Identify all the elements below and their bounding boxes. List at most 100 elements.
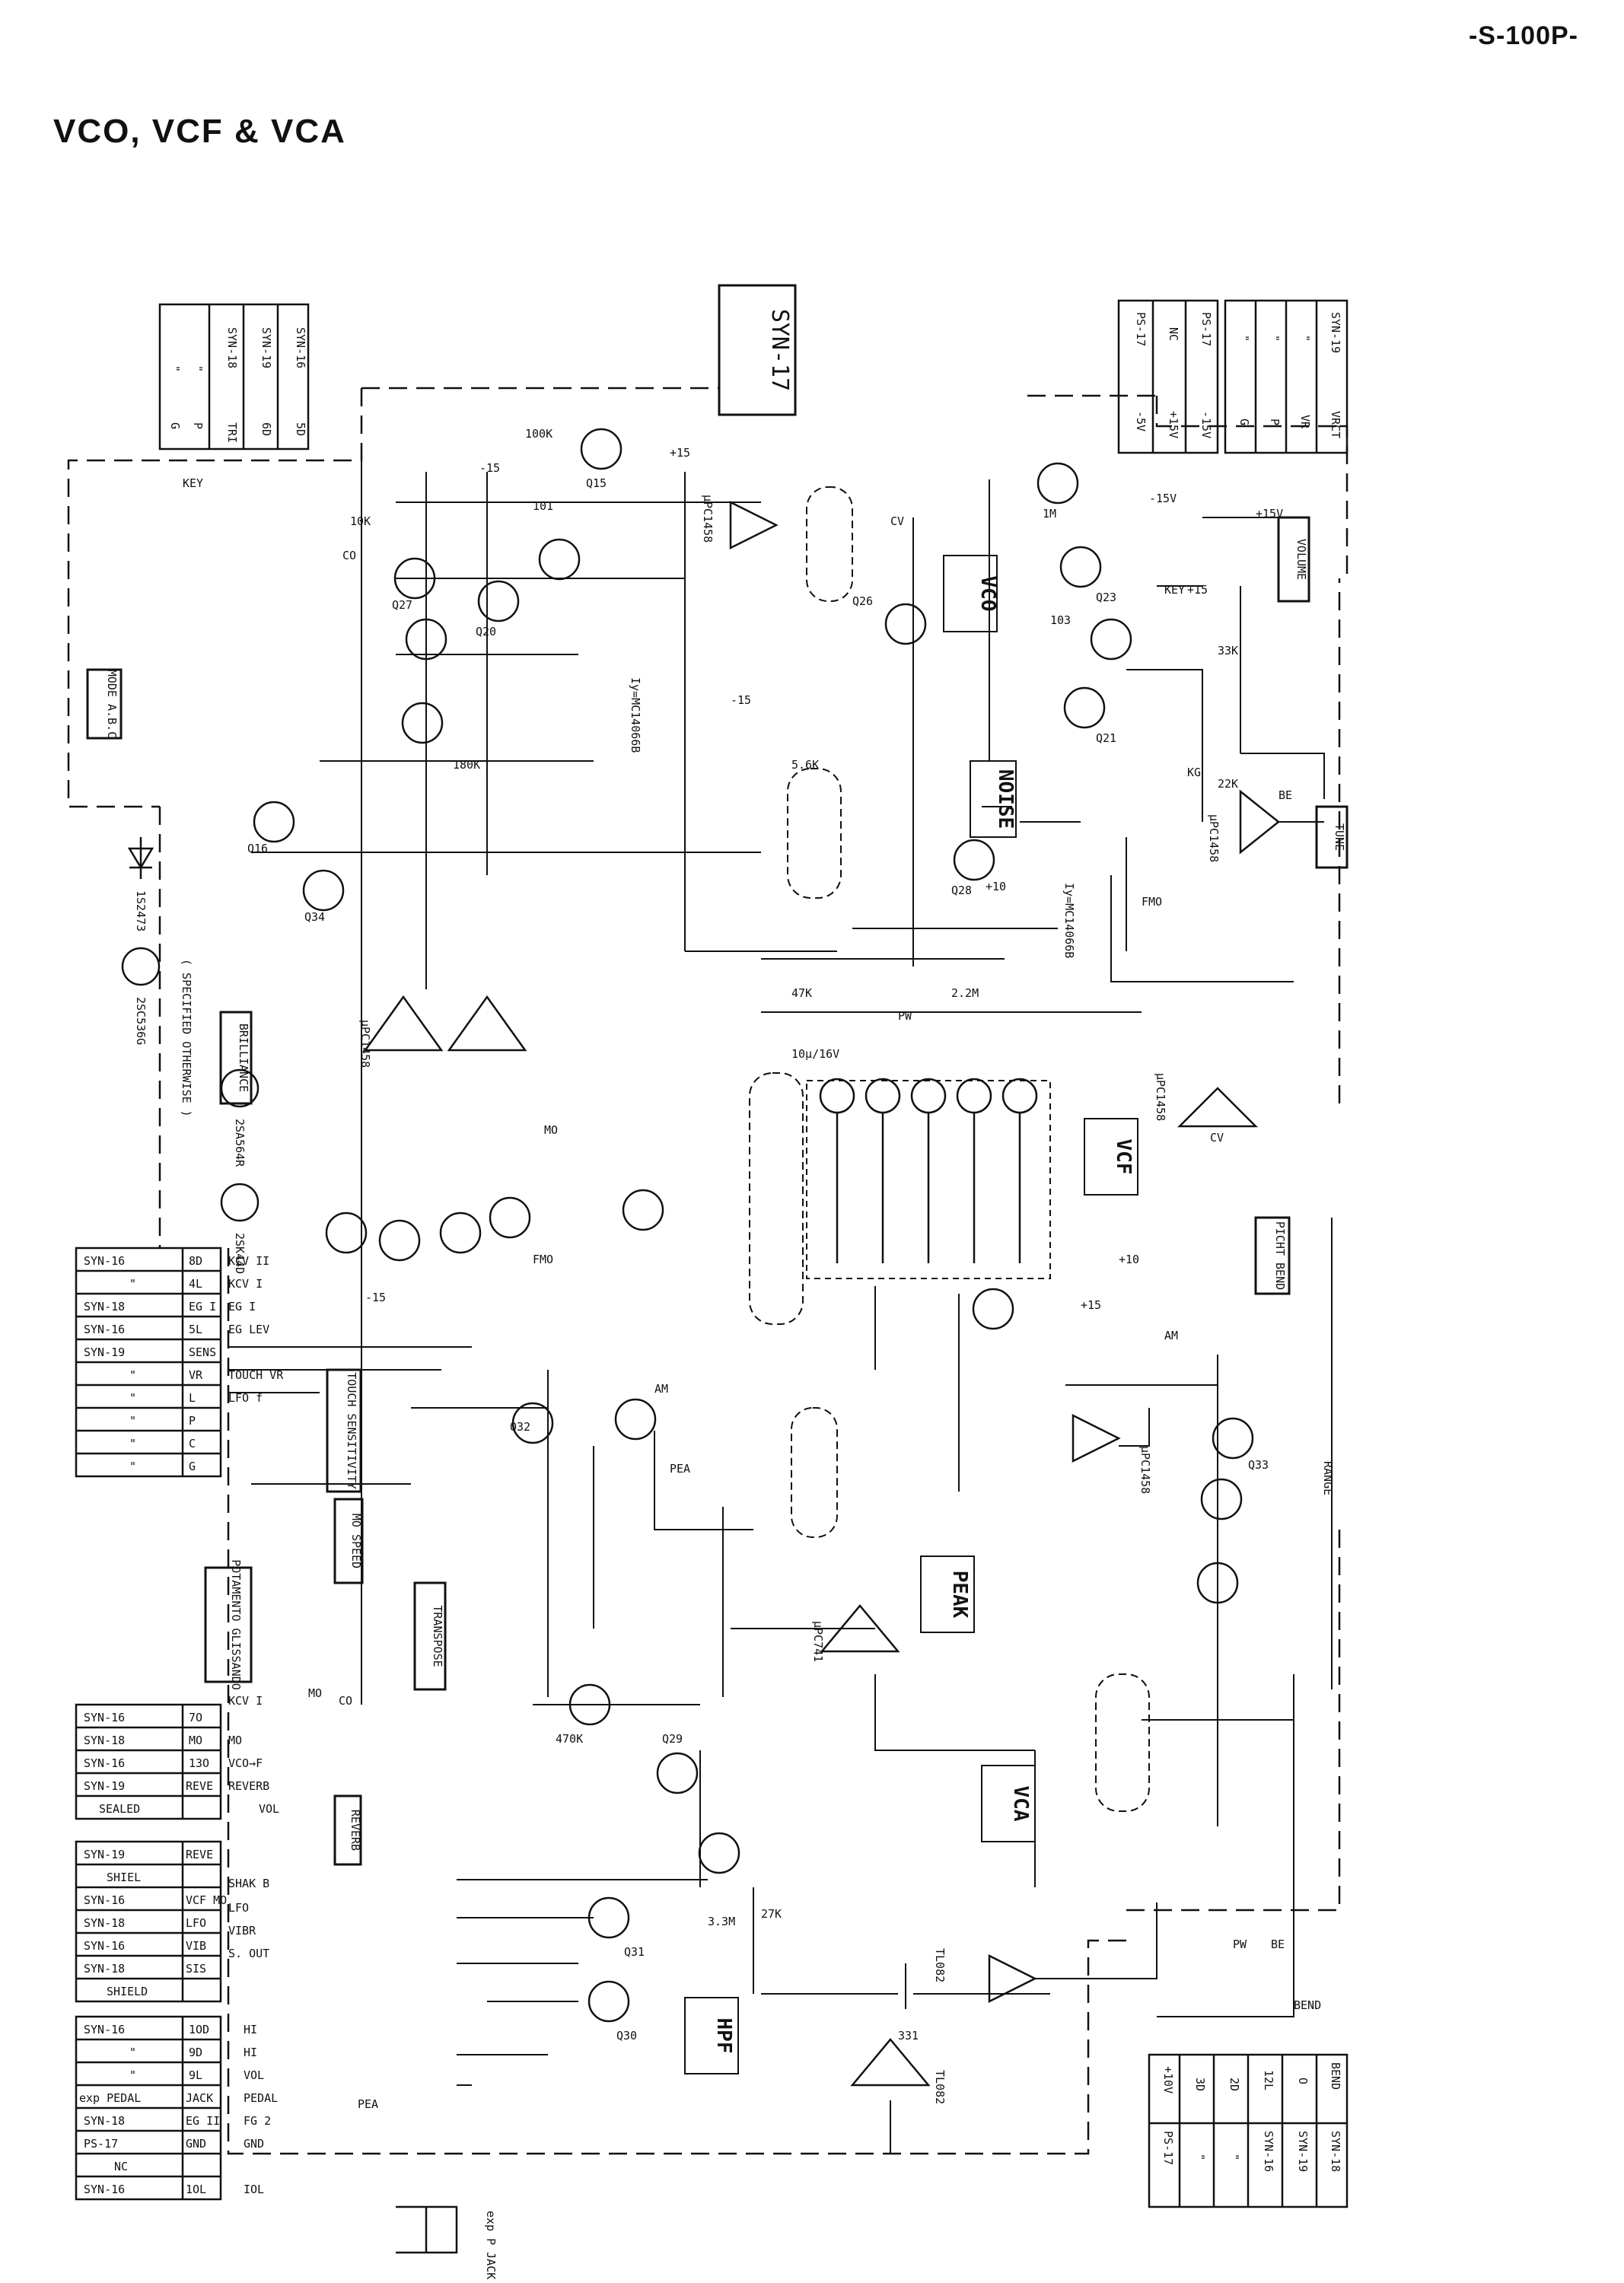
sig-lb-5: FG 2 [244,2114,271,2128]
part-c3: 331 [898,2029,919,2043]
connector-left-mid: SYN-16 " SYN-18 SYN-16 SYN-19 " " " " " … [75,1247,284,1478]
wiring [228,460,1333,2154]
connector-left-low-b: SYN-19 SHIEL SYN-16 SYN-18 SYN-16 SYN-18… [75,1840,269,2003]
part-t12: Q32 [510,1420,530,1434]
sig-fmo-1: FMO [1142,895,1162,909]
svg-text:TRANSPOSE: TRANSPOSE [431,1605,444,1667]
sig-plus15-2: +15 [1187,583,1208,597]
ic-5 [1177,1087,1259,1128]
conn-lm-p8: P [189,1414,196,1428]
conn-lla-r3: SYN-16 [84,1756,125,1770]
control-touch-sensitivity: TOUCH SENSITIVITY [326,1368,362,1493]
transistor-q34 [302,869,345,912]
part-t14: Q34 [304,910,325,924]
sig-pw-1: PW [898,1009,912,1023]
svg-text:PEAK: PEAK [948,1571,971,1619]
conn-llb-r5: SYN-16 [84,1939,125,1953]
sig-plus15v: +15V [1256,507,1283,521]
sig-cv-2: CV [1210,1131,1224,1145]
conn-llb-r7: SHIELD [107,1985,148,1998]
sig-lla-5: VOL [259,1802,279,1816]
npn-symbol [121,947,161,986]
sig-llb-4: LFO [228,1901,249,1915]
conn-rb-r5: " [1193,2154,1207,2160]
conn-rb-r2: SYN-19 [1296,2131,1310,2172]
part-r7: 5.6K [791,758,819,772]
note-npn: 2SC536G [134,997,148,1045]
transistor-q6 [378,1219,421,1262]
ic-label-1458-d: μPC1458 [1154,1073,1167,1121]
block-vco: VCO [943,555,999,632]
conn-tl-r3: SYN-18 [225,327,239,368]
transistor-q18 [253,801,295,843]
sig-mo-1: MO [544,1123,558,1137]
conn-trb-r2: " [1298,335,1312,342]
transistor-q11 [972,1288,1014,1330]
diode-symbol [127,837,154,879]
part-t7: Q27 [392,598,412,612]
conn-rb-r3: SYN-16 [1262,2131,1275,2172]
conn-llb-p1: REVE [186,1848,213,1861]
svg-text:VCA: VCA [1009,1786,1032,1822]
conn-lb-p6: GND [186,2137,206,2151]
sig-pea-2: PEA [358,2097,378,2111]
part-t5: Q23 [1096,591,1116,604]
ic-label-1458-b: μPC1458 [358,1020,372,1068]
conn-trb-p2: VR [1298,415,1312,429]
conn-tl-p1: 5D [294,422,307,436]
sig-minus15-3: -15 [365,1291,386,1304]
ic-1 [729,500,779,550]
conn-rb-p4: 2D [1228,2078,1241,2091]
part-t9: Q29 [662,1732,683,1746]
conn-tl-r5: " [168,365,182,372]
note-fet: 2SK44D [233,1233,247,1274]
conn-rb-p6: +10V [1161,2066,1175,2094]
sig-llb-5: VIBR [228,1924,256,1938]
sig-key-2: KEY [1164,583,1185,597]
sig-cv-1: CV [890,514,904,528]
sig-fmo-2: FMO [533,1253,553,1266]
ic-6 [1072,1413,1121,1463]
transistor-q25 [401,702,444,744]
conn-rb-p3: 12L [1262,2070,1275,2090]
part-t13: Q33 [1248,1458,1269,1472]
conn-trb-r1: SYN-19 [1329,312,1342,353]
sig-plus15-3: +15 [1081,1298,1101,1312]
sig-minus15-2: -15 [731,693,751,707]
transistor-q15 [580,428,623,470]
conn-lb-r3: " [129,2068,136,2082]
transistor-q13 [1212,1417,1254,1460]
conn-lm-p2: 4L [189,1277,202,1291]
conn-lb-r1: SYN-16 [84,2023,125,2036]
ic-label-1458-c: μPC1458 [1207,814,1221,862]
conn-tra-p2: +15V [1167,411,1180,438]
conn-trb-p3: P [1268,419,1282,425]
conn-tra-p1: -15V [1199,411,1213,438]
sig-lm-7: LFO f [228,1391,263,1405]
ic-3 [363,995,444,1052]
svg-text:MODE A.B.C: MODE A.B.C [105,670,119,738]
board-label: SYN-17 [766,309,793,391]
conn-lm-p5: SENS [189,1345,216,1359]
conn-tl-r2: SYN-19 [260,327,273,368]
sig-lm-6: TOUCH VR [228,1368,284,1382]
conn-rb-p2: O [1296,2078,1310,2084]
ca3080-outlines [749,486,1150,1812]
note-jack: exp P JACK [484,2211,498,2279]
connector-left-low-a: SYN-16 SYN-18 SYN-16 SYN-19 SEALED 7O MO… [75,1694,279,1820]
sig-lm-2: KCV I [228,1277,263,1291]
part-r4: 47K [791,986,812,1000]
conn-lb-p4: JACK [186,2091,213,2105]
conn-lla-p1: 7O [189,1711,202,1724]
note-specified: ( SPECIFIED OTHERWISE ) [180,959,193,1117]
transistor-q35 [698,1832,740,1874]
transistor-q32 [588,1896,630,1939]
part-r10: 470K [556,1732,583,1746]
sig-range: RANGE [1321,1461,1335,1495]
sig-kg: KG [1187,766,1201,779]
ic-9 [850,2038,931,2087]
conn-llb-p3: VCF MO [186,1893,227,1907]
conn-lm-r5: SYN-19 [84,1345,125,1359]
conn-lb-r6: PS-17 [84,2137,118,2151]
